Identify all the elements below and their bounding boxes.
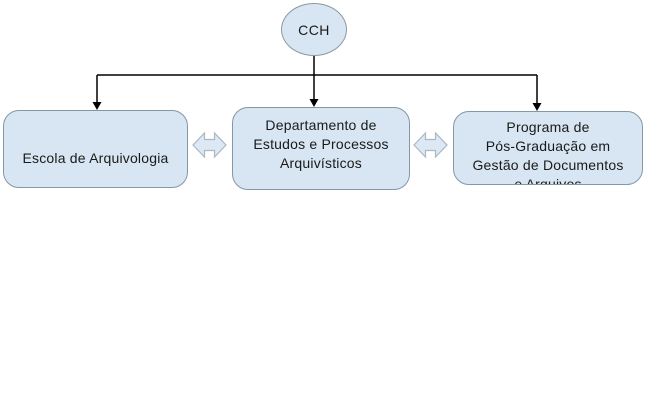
node-label-line: Departamento de: [265, 117, 377, 133]
root-node-cch: CCH: [281, 3, 347, 56]
arrowhead-down-right-icon: [532, 103, 542, 111]
node-programa-pos-graduacao: Programa de Pós-Graduação em Gestão de D…: [453, 111, 643, 185]
node-label-line: Programa de: [506, 118, 590, 135]
double-arrow-icon-left: [192, 131, 227, 159]
node-label-line: Arquivísticos: [280, 155, 362, 171]
arrowhead-down-middle-icon: [309, 99, 319, 107]
node-label-line: Pós-Graduação em: [485, 137, 611, 154]
double-arrow-icon-right: [413, 131, 448, 159]
node-departamento-estudos-processos: Departamento de Estudos e Processos Arqu…: [232, 107, 410, 190]
node-escola-de-arquivologia: Escola de Arquivologia: [3, 110, 188, 188]
node-label-line: Estudos e Processos: [253, 136, 389, 152]
node-label-line: Escola de Arquivologia: [22, 150, 169, 166]
node-label-line-clipped: e Arquivos: [514, 175, 582, 185]
arrowhead-down-left-icon: [92, 102, 102, 110]
node-label-line: Gestão de Documentos: [472, 156, 624, 173]
root-node-label: CCH: [298, 21, 330, 38]
